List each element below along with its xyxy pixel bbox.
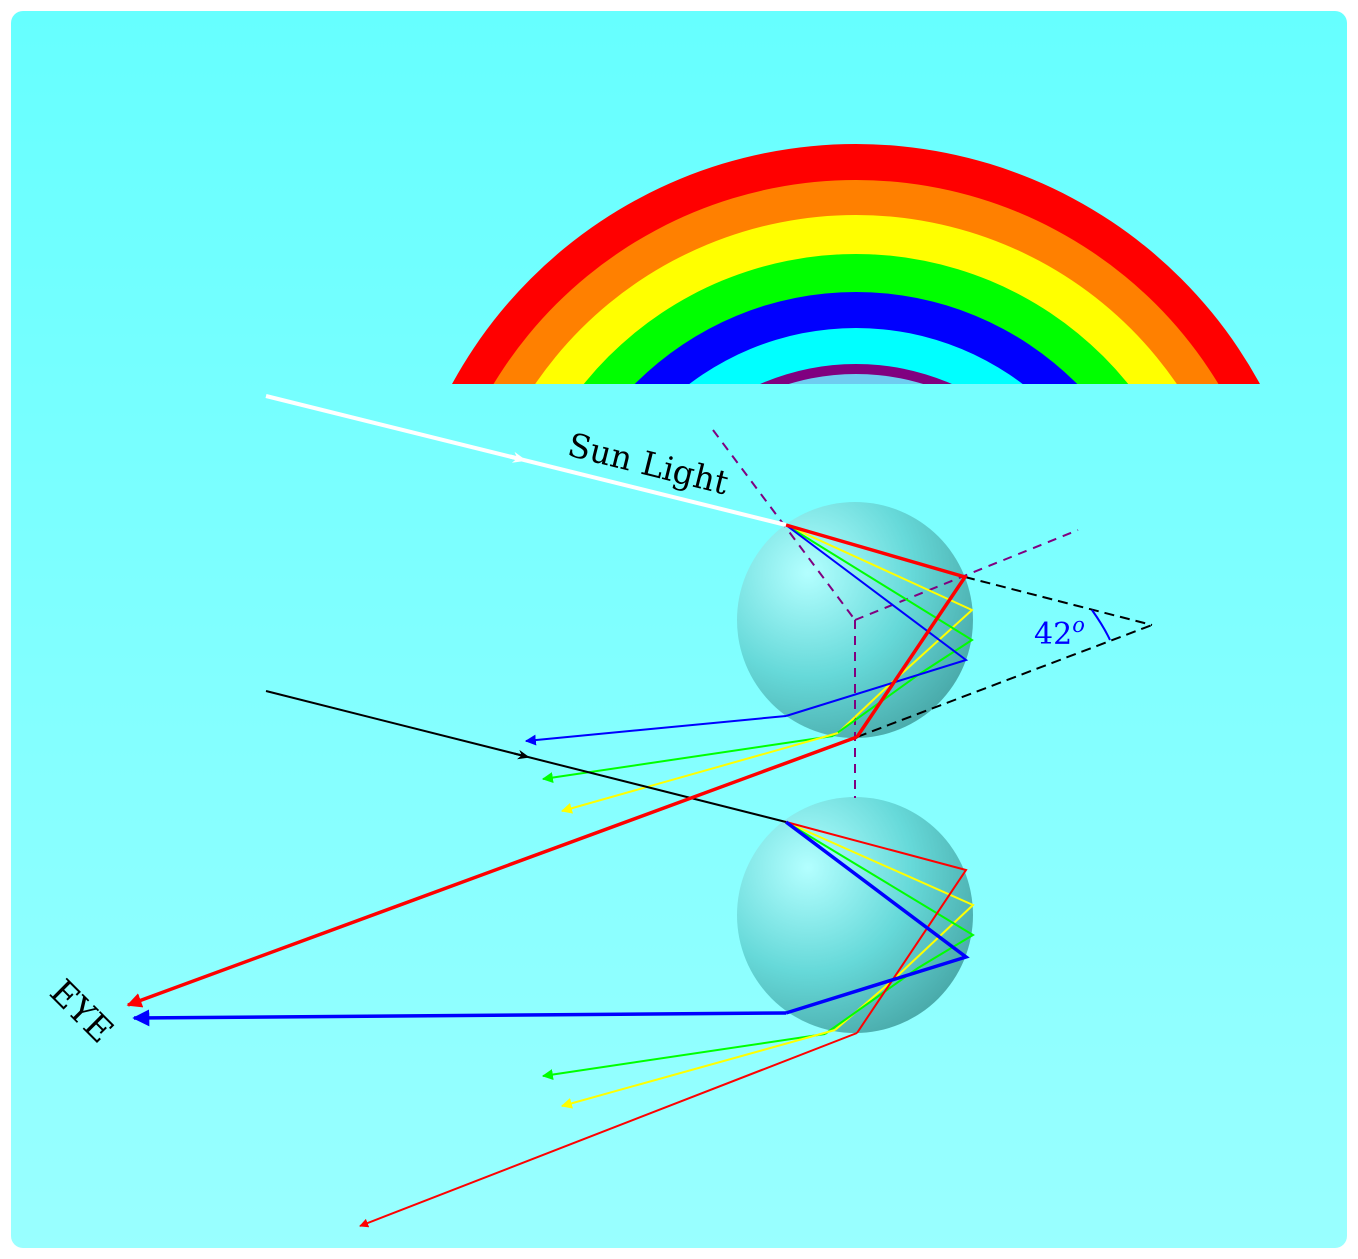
lower-green-path xyxy=(785,821,975,1035)
blue-ray-to-eye xyxy=(132,1009,787,1027)
lower-droplet-rays xyxy=(359,820,975,1228)
lower-yellow-exit-ray xyxy=(560,1029,836,1109)
upper-droplet-rays xyxy=(524,523,974,814)
upper-blue-exit-ray xyxy=(524,715,787,746)
second-ray-arrowhead xyxy=(513,749,530,760)
lower-droplet xyxy=(737,797,973,1033)
lower-yellow-path xyxy=(785,821,975,1031)
lower-blue-path xyxy=(784,820,970,1015)
angle-degree-mark: o xyxy=(1072,613,1085,637)
angle-guide-lower xyxy=(856,624,1153,738)
rainbow-arc xyxy=(452,144,1260,384)
red-ray-to-eye xyxy=(126,735,858,1008)
upper-green-exit-ray xyxy=(541,735,834,783)
upper-blue-path xyxy=(785,524,969,717)
upper-green-path xyxy=(785,524,974,737)
angle-arc xyxy=(1091,609,1111,641)
rainbow-band-cyan xyxy=(689,328,1023,384)
angle-guide-lines xyxy=(856,576,1153,738)
sun-light-arrowhead xyxy=(509,451,527,463)
lower-green-exit-ray xyxy=(541,1033,826,1080)
angle-value: 42 xyxy=(1034,617,1072,652)
upper-yellow-exit-ray xyxy=(560,732,839,814)
angle-label: 42o xyxy=(1034,613,1085,652)
angle-guide-upper xyxy=(964,576,1153,626)
upper-red-path xyxy=(785,523,968,738)
upper-yellow-path xyxy=(785,524,974,734)
rainbow-inner-sky xyxy=(789,374,923,384)
lower-red-exit-ray xyxy=(359,1032,858,1228)
